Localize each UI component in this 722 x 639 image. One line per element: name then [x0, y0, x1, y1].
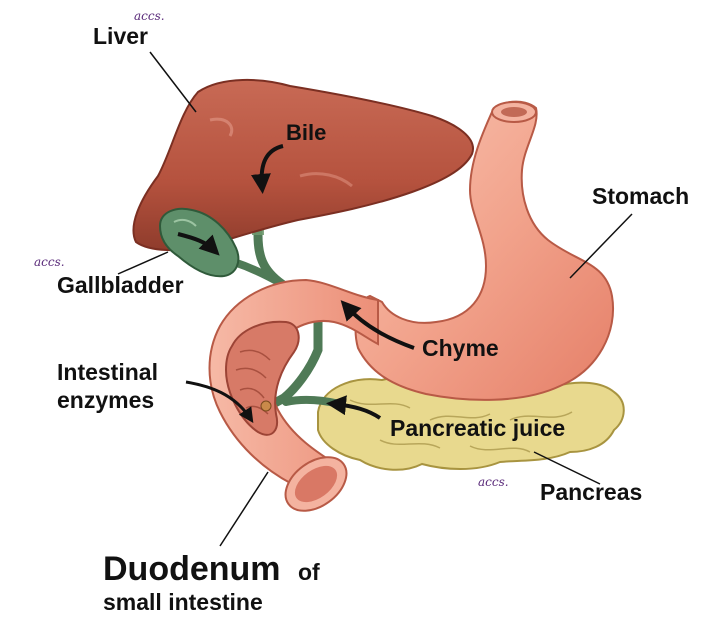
label-pancreas: Pancreas	[540, 479, 642, 505]
label-intestinal-line1: Intestinal	[57, 359, 158, 385]
duodenum-leader-line	[219, 471, 269, 547]
label-liver: Liver	[93, 23, 148, 49]
handwritten-mark-left: accs.	[34, 255, 65, 269]
label-small-intestine: small intestine	[103, 589, 263, 615]
stomach-leader-line	[569, 213, 633, 279]
leader-lines	[117, 51, 633, 547]
bile-arrow	[250, 144, 284, 194]
label-bile: Bile	[286, 120, 326, 145]
label-intestinal-line2: enzymes	[57, 387, 154, 413]
liver	[132, 79, 474, 252]
handwritten-mark-bottom: accs.	[478, 475, 509, 489]
label-stomach: Stomach	[592, 183, 689, 209]
pancreatic-duct	[282, 395, 344, 408]
gallbladder-flow-arrow	[177, 232, 220, 256]
liver-leader-line	[149, 51, 197, 113]
pancreatic-juice-arrow	[326, 395, 382, 420]
pancreas-leader-line	[533, 451, 601, 485]
label-gallbladder: Gallbladder	[57, 272, 184, 298]
chyme-arrow	[340, 300, 415, 350]
stomach	[354, 100, 614, 401]
label-duodenum-word: Duodenum	[103, 550, 281, 588]
gallbladder-leader-line	[117, 251, 169, 275]
handwritten-mark-top: accs.	[134, 9, 165, 23]
label-pancreatic-juice: Pancreatic juice	[390, 415, 565, 441]
intestinal-enzymes-arrow	[185, 380, 254, 423]
label-duodenum: Duodenum of	[103, 550, 320, 588]
label-duodenum-of: of	[298, 559, 320, 585]
label-chyme: Chyme	[422, 335, 499, 361]
